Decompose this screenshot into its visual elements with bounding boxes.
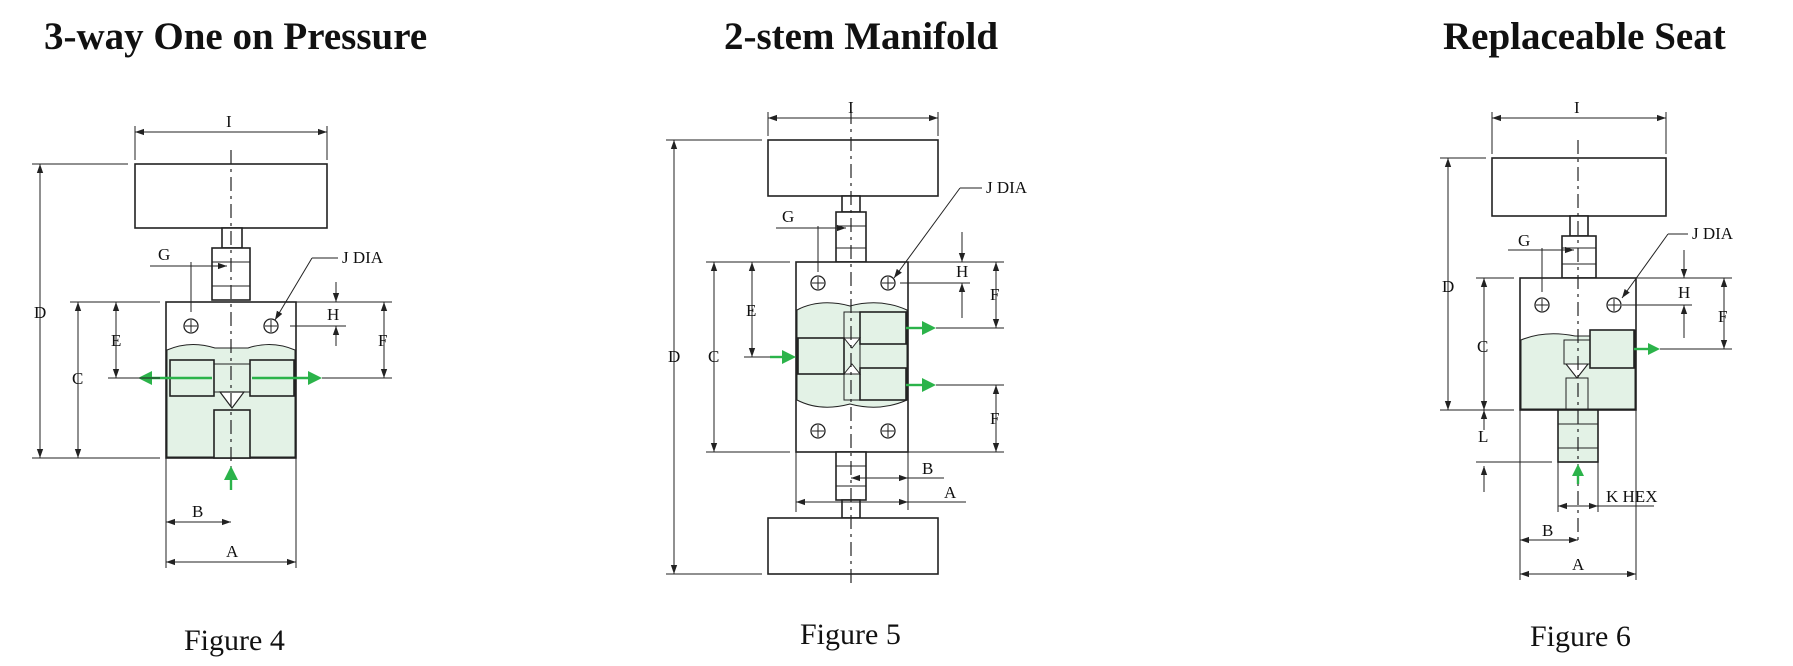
dim-label-f: F [378,331,387,350]
dim-label-i: I [1574,98,1580,117]
bonnet-nut [1561,235,1597,279]
figure-4-title: 3-way One on Pressure [44,15,428,58]
figure-5-title: 2-stem Manifold [724,15,999,58]
figure-4-drawing: I D C E G J DIA H F B [32,112,392,568]
dim-label-c: C [708,347,719,366]
dim-label-k-hex: K HEX [1606,487,1657,506]
figure-5-drawing: I J DIA G H F F E C D [666,98,1028,585]
dim-label-d: D [668,347,680,366]
dim-label-c: C [72,369,83,388]
dim-label-h: H [956,262,968,281]
handle-knob [1491,157,1667,217]
dim-label-g: G [158,245,170,264]
dim-label-b: B [922,459,933,478]
dim-label-c: C [1477,337,1488,356]
dim-label-d: D [1442,277,1454,296]
dim-label-i: I [848,98,854,117]
dim-label-b: B [192,502,203,521]
figure-6-title: Replaceable Seat [1443,15,1726,58]
valve-stem [221,227,243,249]
dim-label-g: G [1518,231,1530,250]
dim-label-b: B [1542,521,1553,540]
figure-5-caption: Figure 5 [800,618,901,651]
figure-6-caption: Figure 6 [1530,620,1631,653]
figure-6-drawing: I J DIA G D C H F L [1440,98,1734,580]
dim-label-i: I [226,112,232,131]
dim-label-d: D [34,303,46,322]
top-handle-knob [767,139,939,197]
dim-label-f-bottom: F [990,409,999,428]
dim-label-f-top: F [990,285,999,304]
figure-4-caption: Figure 4 [184,624,285,657]
dim-label-j-dia: J DIA [1692,224,1734,243]
dim-label-h: H [1678,283,1690,302]
dim-label-j-dia: J DIA [342,248,384,267]
dim-label-a: A [226,542,239,561]
bottom-handle-knob [767,517,939,575]
dim-label-j-dia: J DIA [986,178,1028,197]
dim-label-l: L [1478,427,1488,446]
dim-label-a: A [944,483,957,502]
dim-label-h: H [327,305,339,324]
dim-label-f: F [1718,307,1727,326]
dim-label-e: E [746,301,756,320]
dim-label-e: E [111,331,121,350]
dim-label-a: A [1572,555,1585,574]
dim-label-g: G [782,207,794,226]
